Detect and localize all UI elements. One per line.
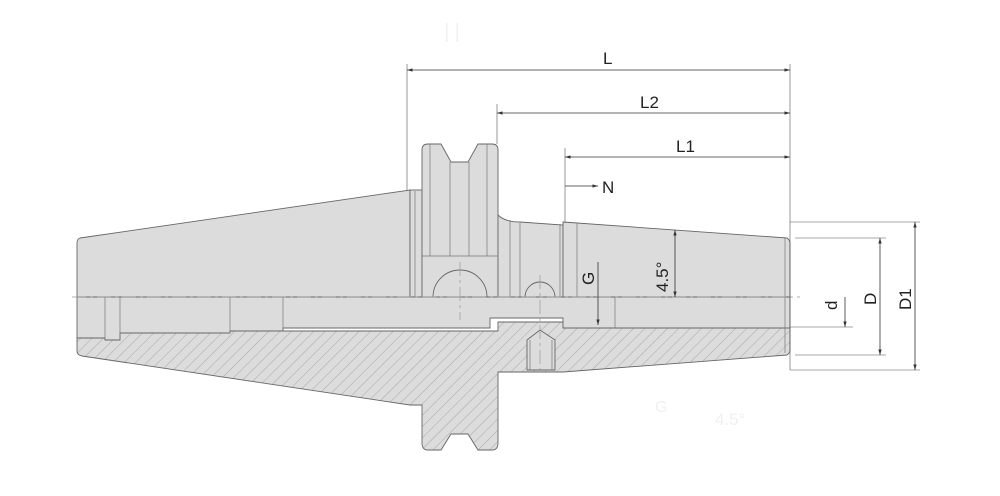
dim-label-angle: 4.5° bbox=[653, 262, 672, 292]
dim-label-G: G bbox=[579, 272, 598, 285]
ghost-label-g: G bbox=[655, 399, 667, 416]
dim-label-d: d bbox=[822, 301, 841, 310]
dim-label-D: D bbox=[861, 293, 880, 305]
ghost-label-angle: 4.5° bbox=[715, 410, 745, 429]
holder-upper-half bbox=[76, 143, 791, 298]
orientation-hole bbox=[524, 281, 556, 298]
ghost-label-top: | | bbox=[444, 21, 460, 43]
dim-label-L2: L2 bbox=[640, 93, 659, 112]
dim-label-N: N bbox=[602, 178, 614, 197]
set-screw bbox=[526, 329, 556, 371]
extension-lines bbox=[406, 64, 920, 371]
dim-label-L1: L1 bbox=[676, 137, 695, 156]
holder-lower-section bbox=[76, 296, 791, 451]
drive-slot-hole bbox=[432, 269, 488, 298]
dim-label-L: L bbox=[603, 49, 612, 68]
dim-label-D1: D1 bbox=[896, 288, 915, 310]
